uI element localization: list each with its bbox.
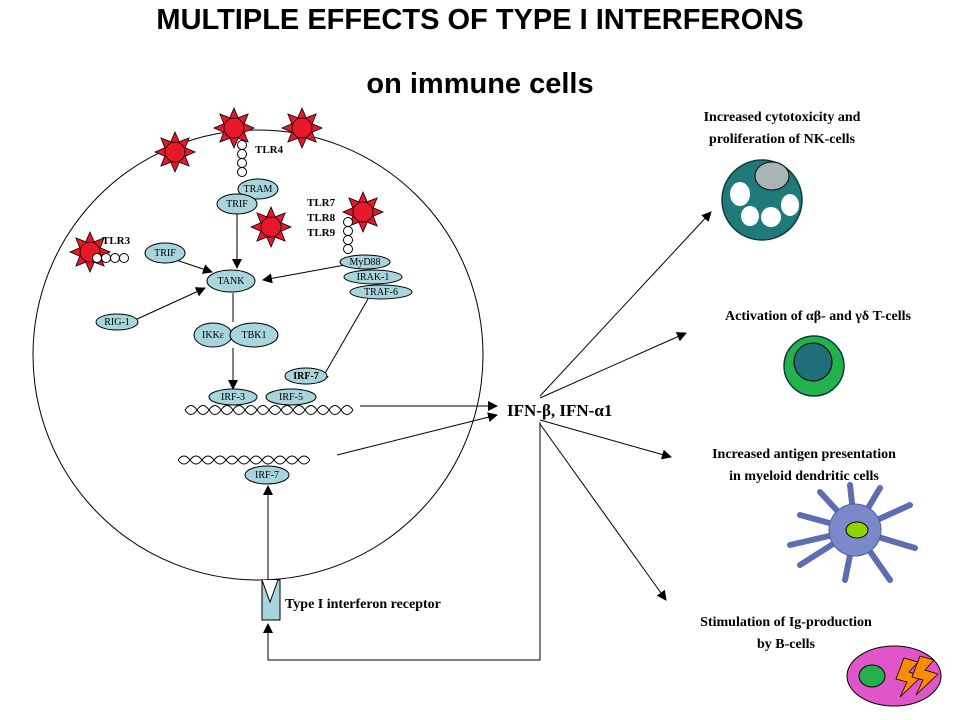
dc-effect-line-1: Increased antigen presentation [712, 447, 896, 462]
b-cell-effect-line-2: by B-cells [757, 637, 815, 652]
tlr3-label: TLR3 [102, 235, 131, 247]
irf3-ellipse [208, 388, 258, 406]
trif-left-ellipse [144, 242, 186, 264]
irf3-label: IRF-3 [221, 392, 245, 403]
trif-top-ellipse [216, 193, 258, 215]
nk-effect-line-2: proliferation of NK-cells [709, 132, 855, 147]
irf5-ellipse [265, 388, 317, 406]
tlr9-label: TLR9 [307, 227, 336, 239]
t-cell-icon [783, 335, 845, 397]
irf7-upper-label: IRF-7 [293, 371, 319, 382]
traf6-ellipse [349, 284, 413, 300]
tlr3-chain [92, 253, 129, 263]
irf5-label: IRF-5 [279, 392, 303, 403]
irf7-lower-ellipse [244, 465, 290, 485]
tlr4-label: TLR4 [255, 144, 284, 156]
nk-effect-line-1: Increased cytotoxicity and [704, 110, 861, 125]
virus-group [68, 106, 385, 274]
t-cell-effect: Activation of αβ- and γδ T-cells [725, 309, 912, 324]
tram-label: TRAM [244, 184, 273, 195]
virus-core-5 [352, 201, 374, 223]
tlr4-chain [237, 140, 247, 177]
ikke-label: IKKε [202, 330, 224, 341]
tlr8-label: TLR8 [307, 212, 336, 224]
b-cell-effect-line-1: Stimulation of Ig-production [700, 615, 872, 630]
ifn-label: IFN-β, IFN-α1 [507, 401, 612, 420]
irak1-label: IRAK-1 [357, 272, 390, 283]
myd88-label: MyD88 [349, 257, 380, 268]
virus-core-1 [164, 141, 186, 163]
irak1-ellipse [343, 269, 403, 285]
nk-cell-icon [721, 159, 803, 241]
dna-strand-upper [184, 405, 354, 415]
molecules [95, 178, 413, 485]
virus-core-2 [223, 117, 245, 139]
tlr7-label: TLR7 [307, 197, 336, 209]
irf7-upper-ellipse [284, 367, 328, 385]
receptor-label: Type I interferon receptor [285, 597, 441, 612]
dendritic-cell-icon [787, 482, 918, 583]
trif-left-label: TRIF [154, 248, 176, 259]
tank-label: TANK [218, 276, 246, 287]
virus-core-3 [291, 117, 313, 139]
rig1-label: RIG-1 [104, 317, 130, 328]
title-line-2: on immune cells [366, 68, 594, 100]
virus-core-4 [260, 216, 282, 238]
tbk1-label: TBK1 [242, 330, 267, 341]
rig1-ellipse [95, 313, 139, 331]
trif-top-label: TRIF [226, 199, 248, 210]
irf7-lower-label: IRF-7 [255, 470, 279, 481]
signal-arrows [134, 211, 712, 661]
tram-ellipse [237, 178, 279, 200]
dc-effect-line-2: in myeloid dendritic cells [729, 469, 879, 484]
tank-ellipse [206, 269, 256, 293]
myd88-ellipse [339, 254, 391, 270]
b-cell-icon [846, 645, 942, 707]
traf6-label: TRAF-6 [364, 287, 398, 298]
title-line-1: MULTIPLE EFFECTS OF TYPE I INTERFERONS [156, 4, 804, 36]
tbk1-ellipse [229, 322, 279, 348]
interferon-receptor [261, 579, 281, 621]
cell-membrane [32, 129, 484, 581]
tlr789-chain [343, 217, 353, 254]
dna-strand-lower [177, 455, 311, 465]
